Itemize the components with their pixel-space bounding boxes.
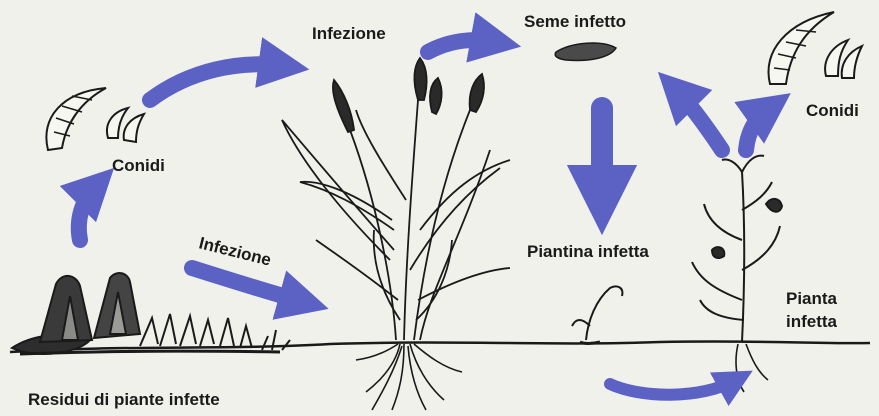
arrow-soil-cycle xyxy=(610,380,736,395)
label-infezione-mid: Infezione xyxy=(197,233,273,269)
label-piantina-infetta: Piantina infetta xyxy=(527,242,649,261)
label-conidi-left: Conidi xyxy=(112,156,165,175)
arrow-infection-to-seed xyxy=(428,40,496,52)
conidia-right-icon xyxy=(768,12,862,84)
label-conidi-right: Conidi xyxy=(806,101,859,120)
label-residui: Residui di piante infette xyxy=(28,390,220,409)
conidia-left-icon xyxy=(46,88,144,150)
arrow-plant-to-conidia-right xyxy=(746,108,770,150)
label-seme-infetto: Seme infetto xyxy=(524,12,626,31)
label-infezione-top: Infezione xyxy=(312,24,386,43)
infected-seedling-illustration xyxy=(572,286,622,343)
infected-seed-icon xyxy=(555,43,616,60)
arrow-conidia-to-infection xyxy=(150,64,284,100)
infected-corn-plant-illustration xyxy=(692,156,782,392)
label-pianta-infetta-line2: infetta xyxy=(786,312,838,331)
label-pianta-infetta-line1: Pianta xyxy=(786,289,838,308)
arrow-residue-to-plant xyxy=(192,268,304,302)
wheat-plant-illustration xyxy=(282,58,510,410)
arrow-plant-to-conidia-left xyxy=(676,90,722,150)
arrow-residue-to-conidia xyxy=(79,186,96,240)
